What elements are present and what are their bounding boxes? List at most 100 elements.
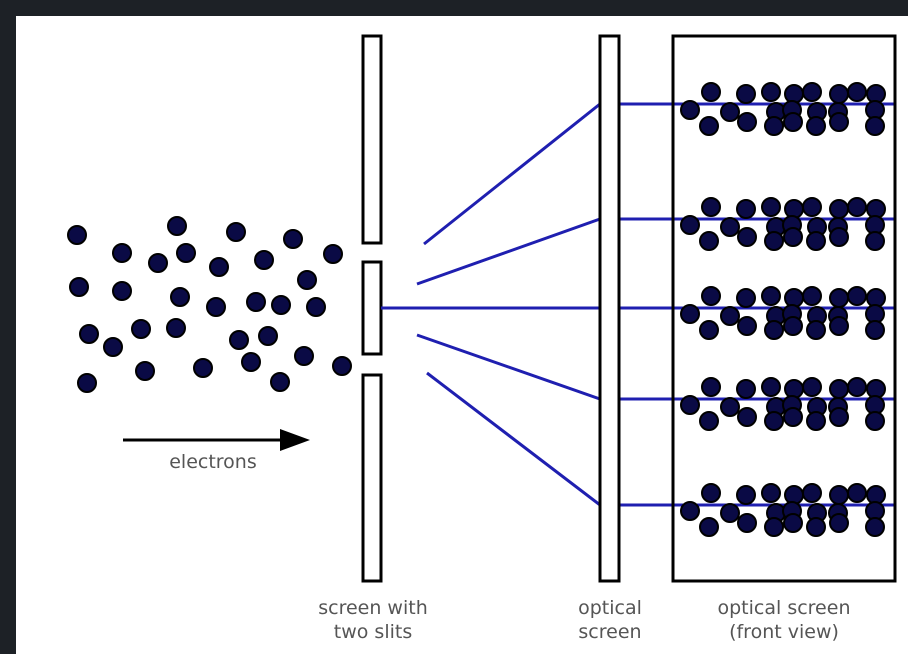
band-dot	[764, 231, 784, 251]
electron-dot	[135, 361, 155, 381]
band-dot	[737, 227, 757, 247]
electron-dot	[271, 295, 291, 315]
band-dot	[829, 112, 849, 132]
electron-dot	[193, 358, 213, 378]
electron-dot	[176, 243, 196, 263]
band-dot	[806, 411, 826, 431]
band-dot	[783, 513, 803, 533]
band-dot	[761, 286, 781, 306]
band-dot	[829, 316, 849, 336]
band-dot	[736, 199, 756, 219]
band-dot	[720, 306, 740, 326]
band-dot	[783, 407, 803, 427]
band-dot	[764, 320, 784, 340]
electron-dot	[77, 373, 97, 393]
band-dot	[737, 112, 757, 132]
optical-screen-front-label-line1: optical screen	[718, 597, 851, 619]
band-dot	[720, 503, 740, 523]
optical-screen-side	[598, 34, 621, 583]
band-dot	[701, 82, 721, 102]
interference-bands	[680, 82, 886, 537]
electron-dot	[254, 250, 274, 270]
electron-dot	[297, 270, 317, 290]
band-dot	[783, 316, 803, 336]
band-dot	[680, 100, 700, 120]
electron-dot	[69, 277, 89, 297]
band-dot	[701, 286, 721, 306]
electron-dot	[229, 330, 249, 350]
band-dot	[829, 513, 849, 533]
band-dot	[680, 395, 700, 415]
path-line-4	[416, 333, 895, 401]
electron-dot	[209, 257, 229, 277]
band-dot	[736, 485, 756, 505]
band-dot	[865, 411, 885, 431]
electron-dot	[131, 319, 151, 339]
band-dot	[829, 227, 849, 247]
electron-dot	[206, 297, 226, 317]
band-dot	[737, 513, 757, 533]
electron-dot	[166, 318, 186, 338]
band-dot	[764, 116, 784, 136]
band-dot	[761, 82, 781, 102]
electron-dot	[306, 297, 326, 317]
band-dot	[829, 288, 849, 308]
electron-direction-arrow	[123, 429, 310, 451]
two-slit-screen-label-line2: two slits	[334, 621, 412, 643]
band-dot	[829, 199, 849, 219]
band-dot	[806, 116, 826, 136]
band-dot	[737, 407, 757, 427]
band-dot	[847, 82, 867, 102]
optical-screen-label-line1: optical	[578, 597, 642, 619]
band-dot	[720, 102, 740, 122]
band-dot	[865, 231, 885, 251]
band-dot	[865, 320, 885, 340]
band-dot	[720, 217, 740, 237]
band-dot	[847, 377, 867, 397]
arrow-head	[280, 429, 310, 451]
electron-cloud	[67, 216, 352, 393]
band-dot	[783, 227, 803, 247]
band-dot	[699, 116, 719, 136]
electron-dot	[241, 352, 261, 372]
band-dot	[761, 483, 781, 503]
band-dot	[847, 483, 867, 503]
diagram-canvas	[16, 16, 908, 654]
optical-screen-label-line2: screen	[578, 621, 641, 643]
electron-dot	[246, 292, 266, 312]
band-dot	[701, 483, 721, 503]
band-dot	[720, 397, 740, 417]
band-dot	[680, 501, 700, 521]
path-line-5	[426, 371, 895, 507]
band-dot	[764, 411, 784, 431]
electrons-label: electrons	[169, 451, 257, 473]
band-dot	[699, 517, 719, 537]
band-dot	[736, 84, 756, 104]
band-dot	[802, 483, 822, 503]
slit-screen-top-segment	[361, 34, 383, 245]
optical-screen-front-view	[671, 34, 897, 583]
slit-screen-bottom-segment	[361, 373, 383, 583]
electron-dot	[112, 281, 132, 301]
electron-dot	[79, 324, 99, 344]
band-dot	[847, 197, 867, 217]
band-dot	[806, 320, 826, 340]
two-slit-screen	[361, 34, 383, 583]
band-dot	[699, 231, 719, 251]
electron-dot	[67, 225, 87, 245]
electron-dot	[170, 287, 190, 307]
band-dot	[764, 517, 784, 537]
electron-dot	[283, 229, 303, 249]
band-dot	[865, 517, 885, 537]
band-dot	[802, 377, 822, 397]
electron-paths	[381, 102, 895, 507]
band-dot	[829, 84, 849, 104]
two-slit-screen-label-line1: screen with	[318, 597, 428, 619]
electron-dot	[167, 216, 187, 236]
band-dot	[783, 112, 803, 132]
electron-dot	[258, 326, 278, 346]
band-dot	[701, 197, 721, 217]
electron-dot	[103, 337, 123, 357]
band-dot	[847, 286, 867, 306]
